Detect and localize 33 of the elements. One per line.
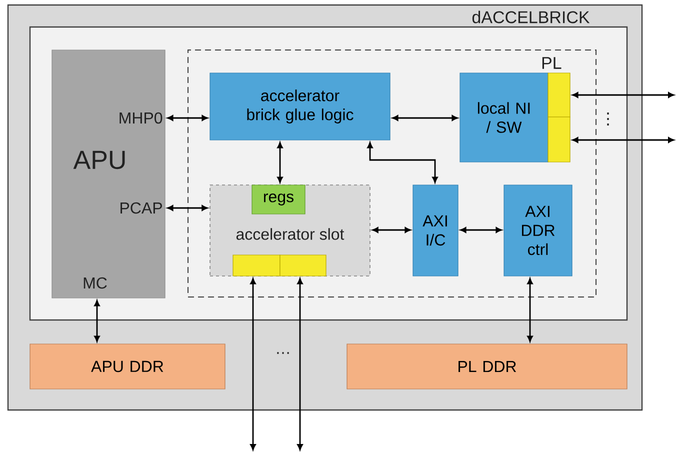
arrow	[94, 300, 100, 342]
block-label: PCAP	[120, 202, 162, 214]
arrow	[297, 278, 303, 450]
arrow	[167, 115, 208, 121]
arrow	[527, 278, 533, 342]
arrow	[460, 227, 502, 233]
transceiver-block	[548, 72, 570, 118]
arrow	[367, 142, 438, 183]
switch-block: local NI / SW	[460, 72, 548, 162]
block-label: accelerator slot	[236, 228, 344, 240]
memory-block: PL DDR	[346, 344, 628, 390]
arrow	[572, 92, 674, 98]
arrow	[277, 142, 283, 183]
arrow	[167, 205, 208, 211]
block-label: APU	[73, 150, 125, 170]
block-label: MC	[84, 277, 107, 289]
ellipsis: …	[277, 352, 289, 354]
memory-block: APU DDR	[30, 344, 226, 390]
block-label: dACCELBRICK	[472, 10, 590, 24]
register-block: regs	[252, 184, 306, 214]
arrow	[392, 115, 458, 121]
controller-block: AXI DDR ctrl	[504, 184, 572, 276]
transceiver-block	[280, 254, 326, 276]
arrow	[250, 278, 256, 450]
ellipsis: ⋮	[607, 112, 609, 126]
block-label: PL	[542, 57, 562, 69]
interconnect-block: AXI I/C	[412, 184, 458, 276]
arrow	[372, 227, 411, 233]
transceiver-block	[548, 116, 570, 162]
logic-block: accelerator brick glue logic	[210, 72, 390, 140]
transceiver-block	[232, 254, 280, 276]
arrow	[572, 137, 674, 143]
block-label: MHP0	[120, 112, 162, 124]
